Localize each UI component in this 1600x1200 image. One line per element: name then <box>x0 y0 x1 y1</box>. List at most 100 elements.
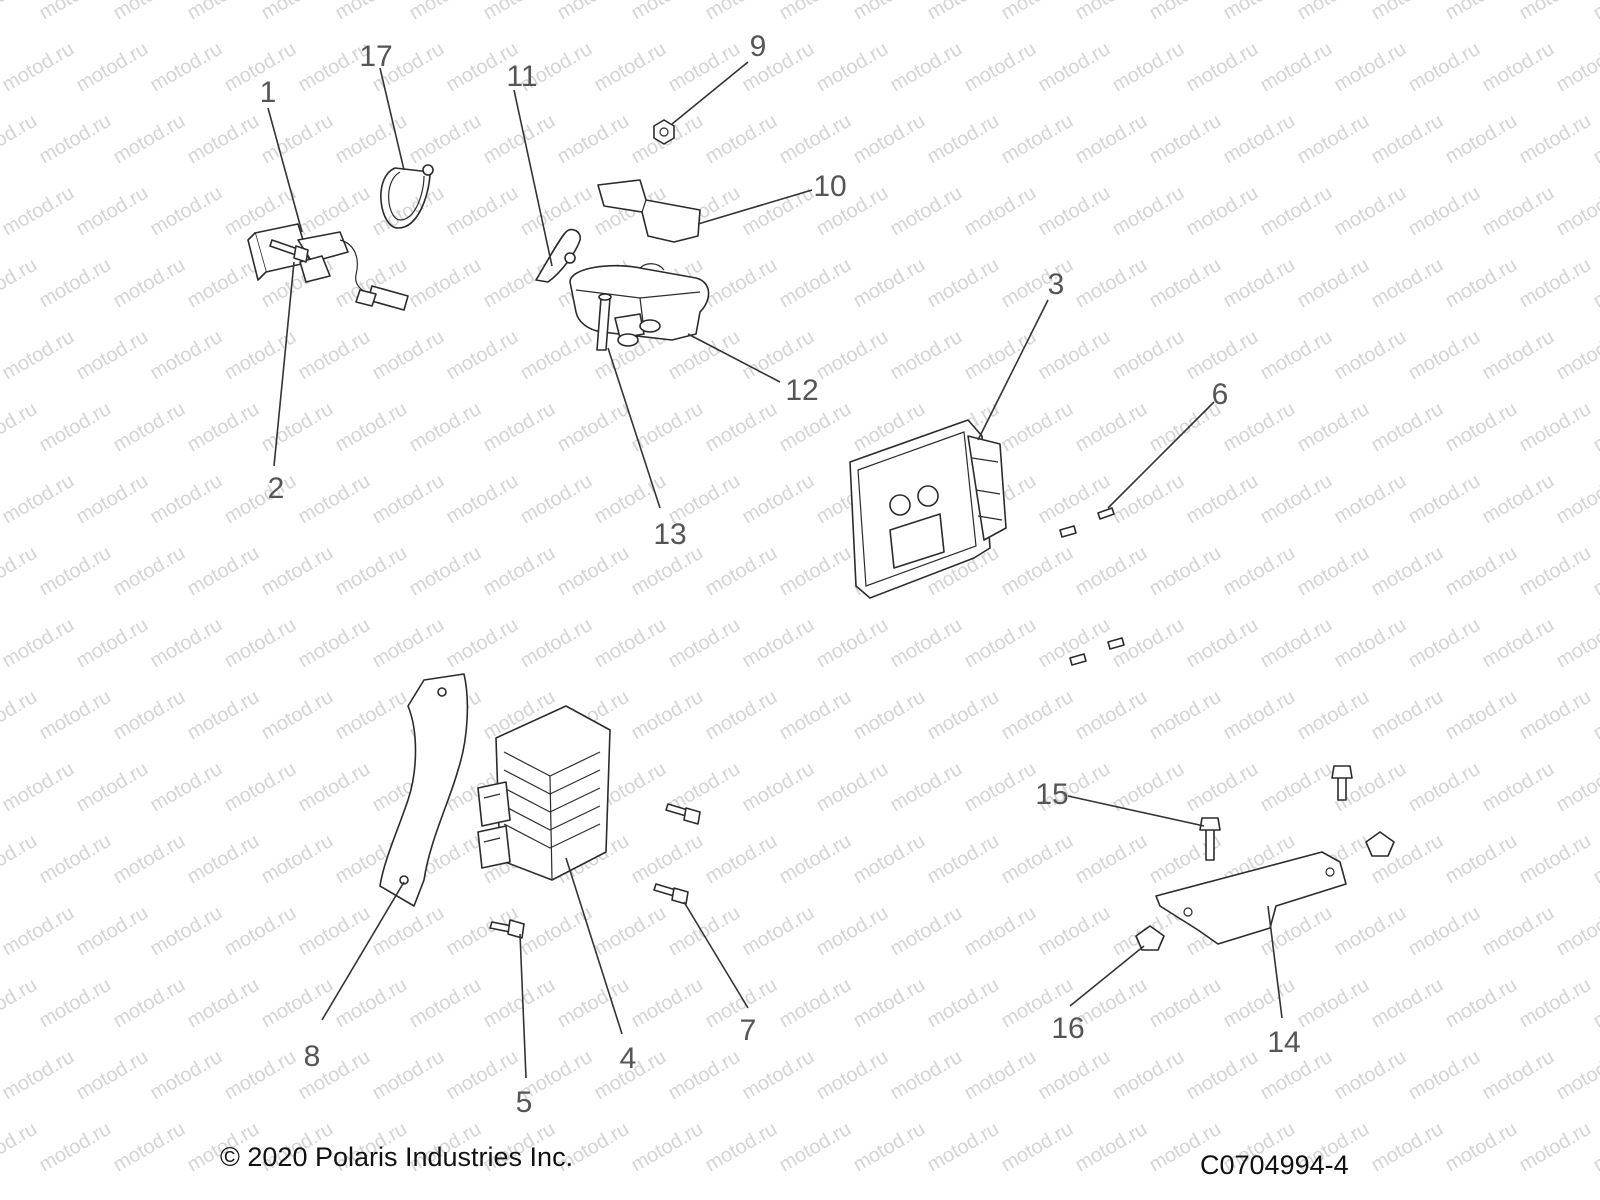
watermark-text: motod.ru <box>0 974 41 1033</box>
watermark-text: motod.ru <box>1405 326 1484 385</box>
watermark-text: motod.ru <box>1479 182 1558 241</box>
watermark-text: motod.ru <box>184 830 263 889</box>
watermark-text: motod.ru <box>1183 326 1262 385</box>
watermark-text: motod.ru <box>184 974 263 1033</box>
watermark-text: motod.ru <box>1183 758 1262 817</box>
watermark-text: motod.ru <box>813 38 892 97</box>
watermark-text: motod.ru <box>73 326 152 385</box>
leader-lines <box>267 61 1283 1079</box>
watermark-text: motod.ru <box>0 110 41 169</box>
watermark-text: motod.ru <box>1072 110 1151 169</box>
watermark-text: motod.ru <box>1516 254 1595 313</box>
callout-3: 3 <box>1048 268 1065 301</box>
watermark-text: motod.ru <box>776 0 855 24</box>
callout-12: 12 <box>785 374 818 407</box>
watermark-text: motod.ru <box>1442 974 1521 1033</box>
watermark-text: motod.ru <box>1035 470 1114 529</box>
watermark-text: motod.ru <box>665 38 744 97</box>
watermark-text: motod.ru <box>1590 0 1600 24</box>
watermark-text: motod.ru <box>406 542 485 601</box>
watermark-text: motod.ru <box>887 1046 966 1105</box>
watermark-text: motod.ru <box>1368 1118 1447 1177</box>
part-10-bracket <box>597 179 701 243</box>
watermark-text: motod.ru <box>850 1118 929 1177</box>
watermark-text: motod.ru <box>295 470 374 529</box>
watermark-text: motod.ru <box>554 542 633 601</box>
watermark-text: motod.ru <box>184 686 263 745</box>
watermark-text: motod.ru <box>36 1118 115 1177</box>
callout-2: 2 <box>268 472 285 505</box>
watermark-text: motod.ru <box>0 758 78 817</box>
watermark-text: motod.ru <box>776 1118 855 1177</box>
watermark-text: motod.ru <box>1109 1046 1188 1105</box>
watermark-text: motod.ru <box>1516 542 1595 601</box>
watermark-text: motod.ru <box>1553 182 1600 241</box>
watermark-text: motod.ru <box>1294 110 1373 169</box>
watermark-text: motod.ru <box>1479 902 1558 961</box>
watermark-text: motod.ru <box>813 758 892 817</box>
watermark-text: motod.ru <box>1590 110 1600 169</box>
watermark-text: motod.ru <box>887 182 966 241</box>
watermark-text: motod.ru <box>1331 38 1410 97</box>
watermark-text: motod.ru <box>1479 1046 1558 1105</box>
watermark-text: motod.ru <box>591 38 670 97</box>
watermark-text: motod.ru <box>332 110 411 169</box>
watermark-text: motod.ru <box>628 830 707 889</box>
watermark-text: motod.ru <box>184 542 263 601</box>
watermark-text: motod.ru <box>258 0 337 24</box>
watermark-text: motod.ru <box>1331 326 1410 385</box>
callout-15: 15 <box>1035 778 1068 811</box>
part-5-bolt <box>489 919 525 939</box>
watermark-text: motod.ru <box>1072 1118 1151 1177</box>
watermark-text: motod.ru <box>776 110 855 169</box>
watermark-text: motod.ru <box>1553 1046 1600 1105</box>
watermark-text: motod.ru <box>1183 1046 1262 1105</box>
part-6-screws <box>1059 507 1125 666</box>
callout-7: 7 <box>740 1014 757 1047</box>
watermark-text: motod.ru <box>110 686 189 745</box>
watermark-text: motod.ru <box>221 758 300 817</box>
watermark-text: motod.ru <box>517 470 596 529</box>
watermark-text: motod.ru <box>36 830 115 889</box>
watermark-text: motod.ru <box>184 254 263 313</box>
watermark-text: motod.ru <box>1553 758 1600 817</box>
watermark-text: motod.ru <box>628 398 707 457</box>
part-15-bolts <box>1199 765 1353 861</box>
watermark-text: motod.ru <box>0 542 41 601</box>
watermark-text: motod.ru <box>332 398 411 457</box>
watermark-text: motod.ru <box>813 614 892 673</box>
watermark-text: motod.ru <box>258 542 337 601</box>
watermark-text: motod.ru <box>147 614 226 673</box>
watermark-text: motod.ru <box>1516 830 1595 889</box>
callout-14: 14 <box>1267 1026 1300 1059</box>
watermark-text: motod.ru <box>369 326 448 385</box>
watermark-text: motod.ru <box>221 1046 300 1105</box>
watermark-text: motod.ru <box>1035 1046 1114 1105</box>
watermark-text: motod.ru <box>369 1046 448 1105</box>
watermark-text: motod.ru <box>1405 1046 1484 1105</box>
watermark-text: motod.ru <box>1109 182 1188 241</box>
watermark-text: motod.ru <box>1220 254 1299 313</box>
watermark-text: motod.ru <box>1405 182 1484 241</box>
watermark-text: motod.ru <box>184 398 263 457</box>
watermark-text: motod.ru <box>628 1118 707 1177</box>
watermark-text: motod.ru <box>73 614 152 673</box>
watermark-text: motod.ru <box>628 974 707 1033</box>
watermark-text: motod.ru <box>1405 614 1484 673</box>
watermark-text: motod.ru <box>480 0 559 24</box>
watermark-text: motod.ru <box>1331 902 1410 961</box>
watermark-text: motod.ru <box>998 254 1077 313</box>
watermark-text: motod.ru <box>776 686 855 745</box>
watermark-text: motod.ru <box>0 182 78 241</box>
watermark-text: motod.ru <box>406 110 485 169</box>
watermark-text: motod.ru <box>850 974 929 1033</box>
copyright-text: © 2020 Polaris Industries Inc. <box>220 1142 573 1172</box>
watermark-text: motod.ru <box>332 686 411 745</box>
watermark-text: motod.ru <box>1220 0 1299 24</box>
watermark-text: motod.ru <box>813 326 892 385</box>
watermark-text: motod.ru <box>961 182 1040 241</box>
watermark-text: motod.ru <box>1257 38 1336 97</box>
callout-1: 1 <box>260 76 277 109</box>
watermark-text: motod.ru <box>369 902 448 961</box>
watermark-text: motod.ru <box>517 902 596 961</box>
